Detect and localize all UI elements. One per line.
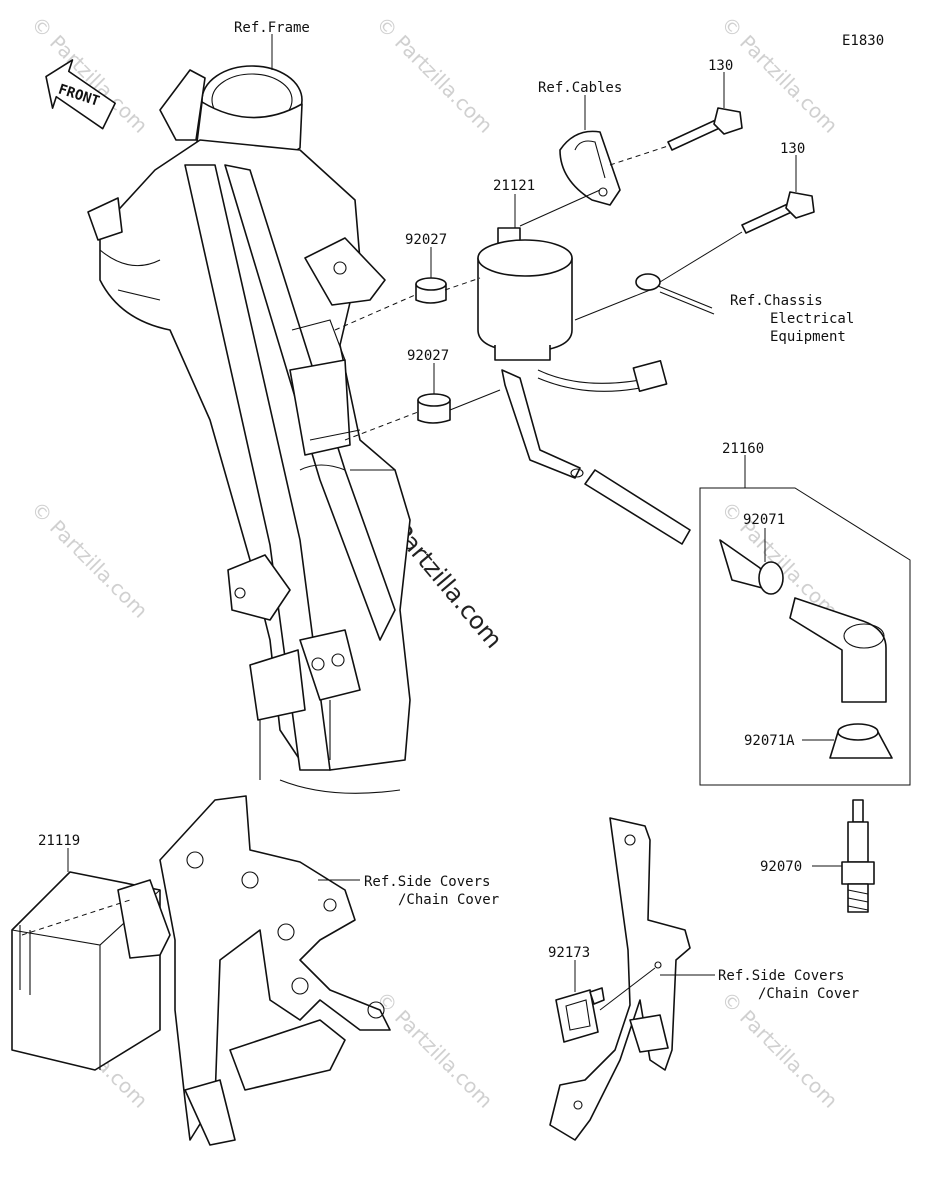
lower-right-bracket [549,817,691,1141]
collar-92027-upper [415,277,447,304]
leader-lines [21,34,842,1011]
kit-box-21160 [699,487,911,786]
spark-plug-92070 [841,799,875,913]
label-part-92027-b: 92027 [407,348,449,364]
cable-clamp [559,130,621,206]
label-part-21119: 21119 [38,833,80,849]
ground-terminal [635,273,715,315]
label-ref-chassis-3: Equipment [770,329,846,345]
clip-92173 [555,987,605,1043]
label-part-21160: 21160 [722,441,764,457]
label-ref-chassis-1: Ref.Chassis [730,293,823,309]
label-part-130-b: 130 [780,141,805,157]
label-ref-cables: Ref.Cables [538,80,622,96]
cdi-unit-21119 [11,871,171,1071]
ignition-coil-21121 [477,227,691,545]
label-ref-side-covers-2b: /Chain Cover [758,986,859,1002]
watermark-text: © Partzilla.com [371,987,497,1113]
bolt-130-upper [667,107,743,151]
label-ref-side-covers-2a: Ref.Side Covers [718,968,844,984]
label-ref-side-covers-1a: Ref.Side Covers [364,874,490,890]
label-part-92071: 92071 [743,512,785,528]
label-ref-frame: Ref.Frame [234,20,310,36]
bolt-130-lower [741,191,815,234]
watermark-text: © Partzilla.com [716,987,842,1113]
label-ref-chassis-2: Electrical [770,311,854,327]
label-part-130-a: 130 [708,58,733,74]
watermark-text: © Partzilla.com [26,497,152,623]
collar-92027-lower [417,393,451,424]
lower-left-bracket [159,795,391,1146]
label-ref-side-covers-1b: /Chain Cover [398,892,499,908]
label-part-92027-a: 92027 [405,232,447,248]
watermark-text: © Partzilla.com [371,12,497,138]
label-part-92071a: 92071A [744,733,795,749]
diagram-code: E1830 [842,33,884,49]
label-part-92070: 92070 [760,859,802,875]
label-part-21121: 21121 [493,178,535,194]
frame-illustration [87,65,411,794]
label-part-92173: 92173 [548,945,590,961]
